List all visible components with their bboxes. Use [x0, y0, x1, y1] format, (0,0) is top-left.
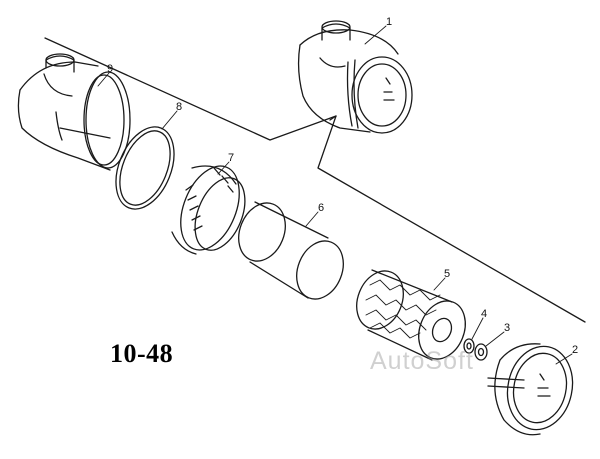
part-numbers: 1 2 3 4 5 6 7 8 9: [107, 16, 578, 356]
part-6-cartridge: [230, 196, 351, 306]
leader-lines: [98, 26, 572, 364]
part-3-nut: [475, 344, 487, 360]
part-number-5: 5: [444, 268, 450, 280]
figure-number: 10-48: [110, 339, 174, 368]
part-number-1: 1: [386, 16, 392, 28]
part-8-seal-ring: [105, 118, 185, 217]
part-number-6: 6: [318, 202, 324, 214]
part-number-9: 9: [107, 63, 113, 75]
part-number-7: 7: [228, 152, 234, 164]
watermark: AutoSoft: [370, 347, 474, 375]
part-5-filter-element: [348, 264, 473, 366]
part-number-4: 4: [481, 308, 487, 320]
part-4-washer: [464, 339, 474, 353]
part-number-2: 2: [572, 344, 578, 356]
part-1-assembly: [299, 21, 412, 133]
part-2-end-cover: [488, 340, 580, 435]
part-9-housing: [18, 54, 130, 170]
part-7-vane-ring: [169, 157, 254, 258]
guide-lines: [45, 38, 585, 322]
part-number-3: 3: [504, 322, 510, 334]
part-number-8: 8: [176, 101, 182, 113]
